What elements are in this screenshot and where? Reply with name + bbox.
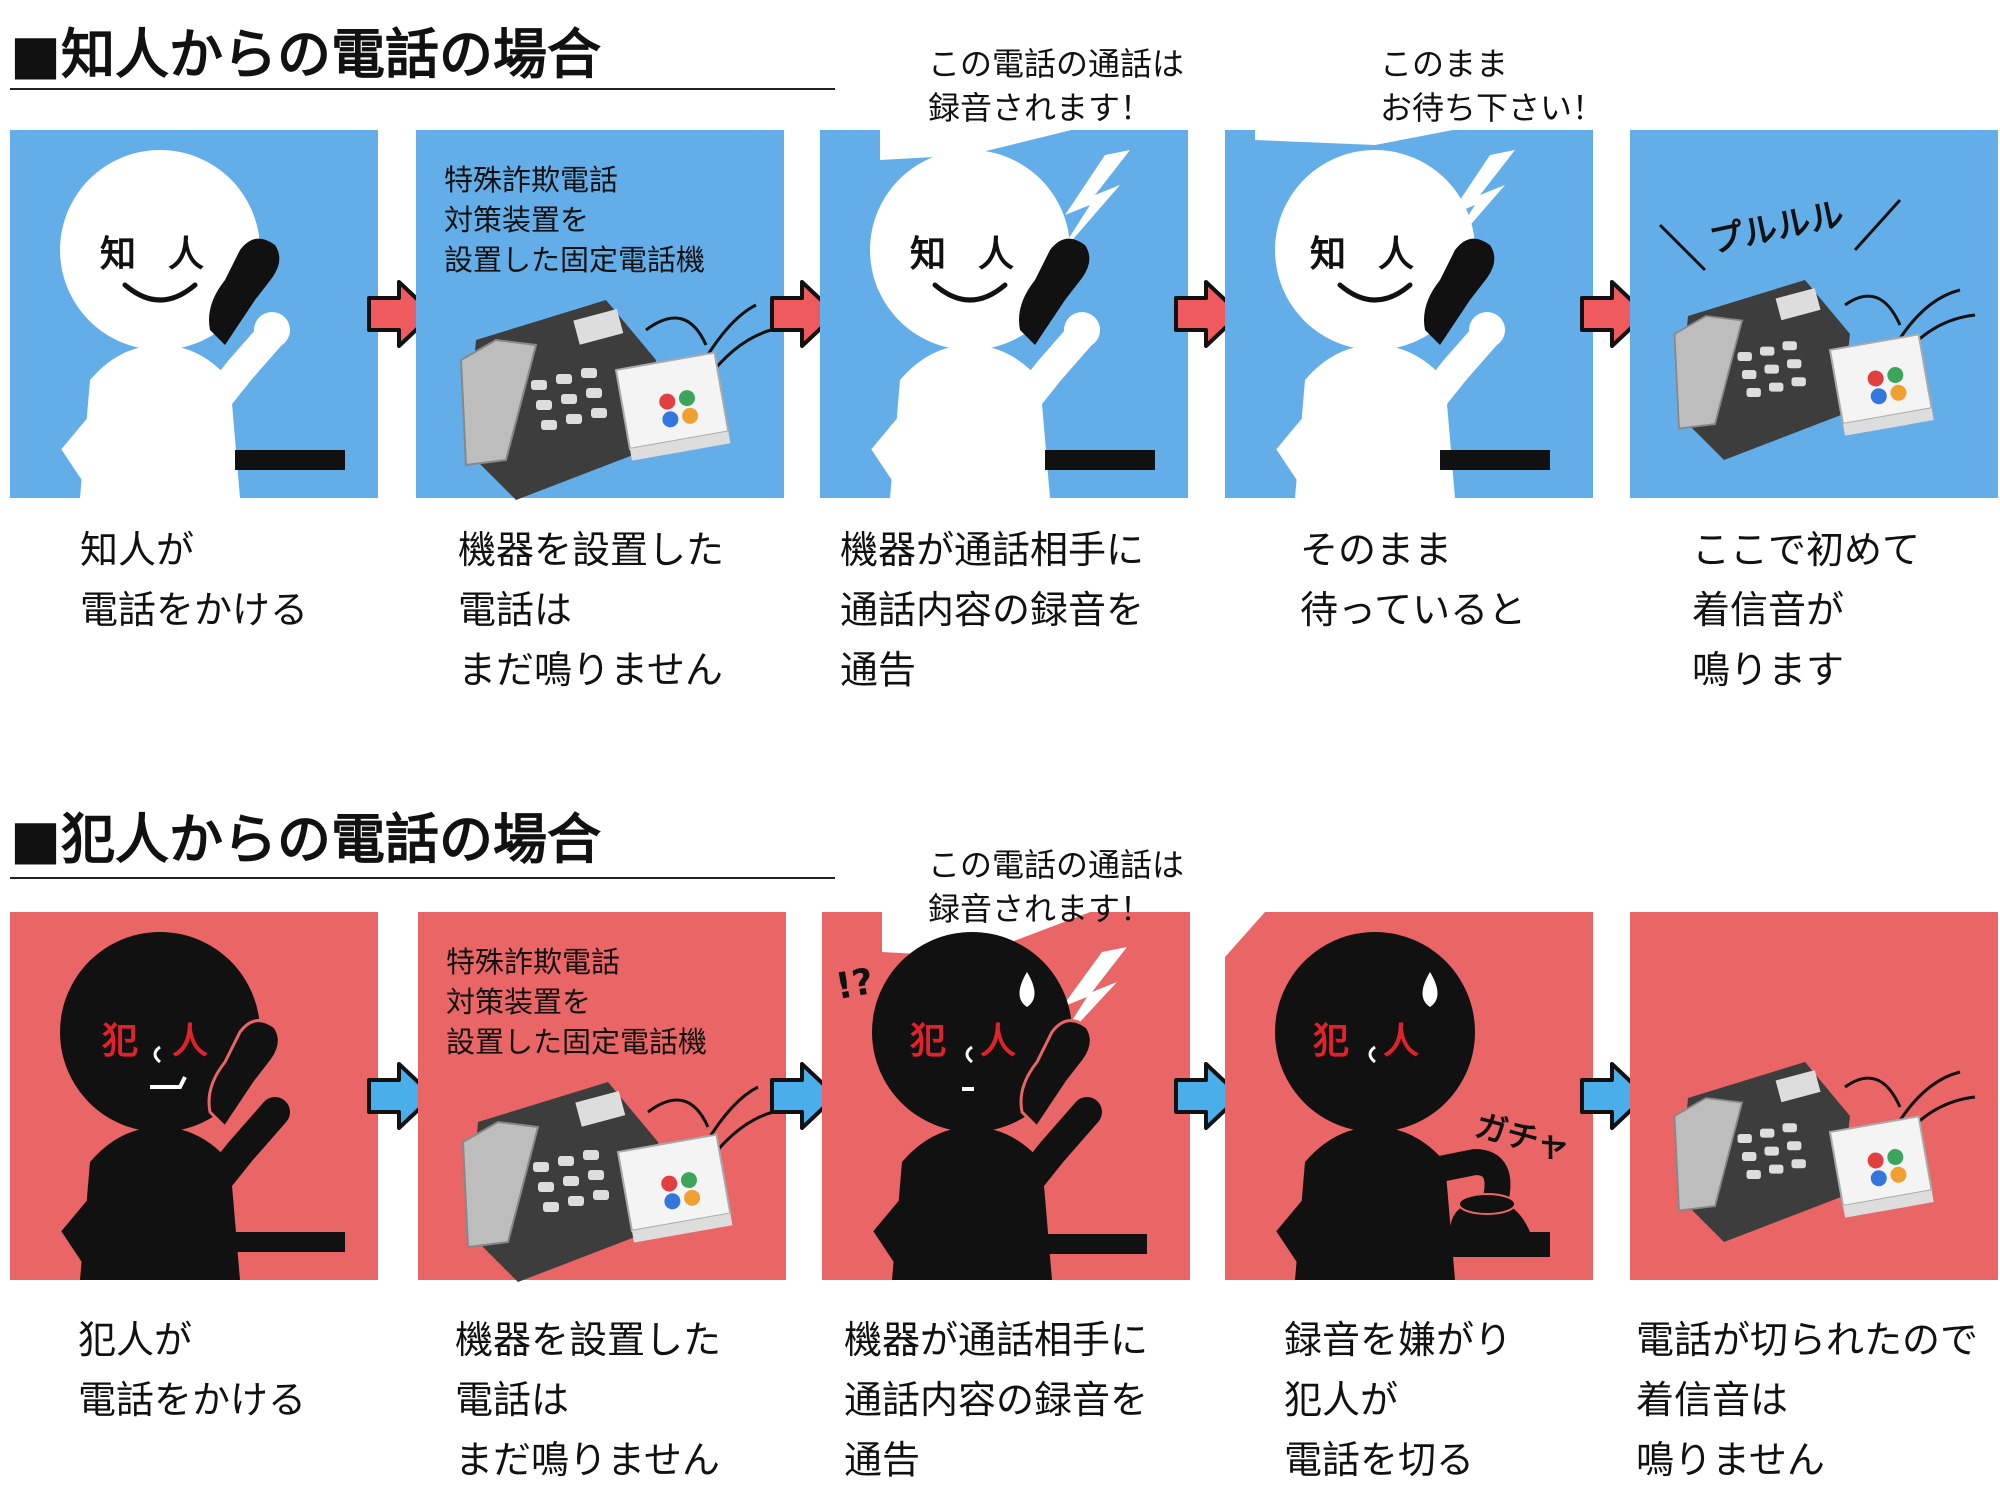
person-name-right: 人	[1378, 234, 1415, 275]
person-name-right: 人	[980, 1021, 1017, 1062]
person-name-left: 知	[1310, 234, 1347, 275]
caption: 機器を設置した 電話は まだ鳴りません	[458, 528, 725, 692]
section-title-criminal: ■犯人からの電話の場合	[10, 808, 602, 871]
panel-device-notifies: 知 人	[820, 118, 1188, 498]
person-on-phone-icon	[60, 150, 345, 498]
caption: 機器が通話相手に 通話内容の録音を 通告	[844, 1318, 1149, 1482]
caption: 電話が切られたので 着信音は 鳴りません	[1636, 1318, 1979, 1482]
landline-phone-with-device-icon	[459, 300, 772, 500]
right-arrow-icon	[1174, 280, 1242, 348]
device-label: 特殊詐欺電話 対策装置を 設置した固定電話機	[444, 163, 706, 277]
caption: そのまま 待っていると	[1300, 528, 1527, 632]
person-name-left: 犯	[910, 1021, 947, 1062]
right-arrow-icon	[770, 280, 838, 348]
speech-bubble: この電話の通話は 録音されます！	[928, 846, 1185, 928]
panel-device-installed: 特殊詐欺電話 対策装置を 設置した固定電話機	[416, 130, 784, 500]
person-name-right: 人	[1383, 1021, 1420, 1062]
person-on-phone-icon	[1255, 118, 1550, 498]
person-name-right: 人	[168, 234, 205, 275]
caption: 録音を嫌がり 犯人が 電話を切る	[1284, 1318, 1513, 1482]
panel-criminal-hangs-up: 犯 人 ガチャ	[1225, 900, 1593, 1280]
silent-phone-icon	[1673, 1062, 1976, 1242]
caption: ここで初めて 着信音が 鳴ります	[1692, 528, 1921, 692]
caption: 機器を設置した 電話は まだ鳴りません	[455, 1318, 722, 1482]
right-arrow-icon	[1580, 280, 1648, 348]
person-name-right: 人	[172, 1021, 209, 1062]
landline-phone-with-device-icon	[461, 1082, 774, 1282]
person-name-left: 犯	[102, 1021, 139, 1062]
section-divider	[10, 88, 835, 90]
device-label: 特殊詐欺電話 対策装置を 設置した固定電話機	[446, 945, 708, 1059]
caption: 知人が 電話をかける	[80, 528, 309, 632]
criminal-on-phone-icon	[60, 932, 345, 1280]
criminal-surprised-icon	[872, 900, 1147, 1280]
panel-criminal-calls: 犯 人	[10, 912, 378, 1280]
speech-bubble: このまま お待ち下さい！	[1380, 45, 1605, 127]
section-divider	[10, 877, 835, 879]
panel-device-notifies: 犯 人 !?	[822, 900, 1190, 1280]
person-name-left: 知	[910, 234, 947, 275]
ringing-phone-icon	[1620, 118, 1976, 460]
panel-keep-waiting: 知 人	[1225, 118, 1593, 498]
surprise-mark: !?	[832, 961, 877, 1008]
person-name-left: 知	[100, 234, 137, 275]
section-title-acquaintance: ■知人からの電話の場合	[10, 23, 602, 86]
criminal-hanging-up-icon	[1225, 900, 1550, 1280]
person-name-right: 人	[978, 234, 1015, 275]
person-on-phone-icon	[870, 118, 1155, 498]
right-arrow-icon	[1580, 1062, 1648, 1130]
speech-bubble: この電話の通話は 録音されます！	[928, 45, 1185, 127]
panel-phone-silent	[1630, 912, 1998, 1280]
panel-device-installed: 特殊詐欺電話 対策装置を 設置した固定電話機	[418, 912, 786, 1282]
person-name-left: 犯	[1313, 1021, 1350, 1062]
right-arrow-icon	[770, 1062, 838, 1130]
right-arrow-icon	[367, 1062, 435, 1130]
panel-acquaintance-calls: 知 人	[10, 130, 378, 498]
right-arrow-icon	[1174, 1062, 1242, 1130]
caption: 機器が通話相手に 通話内容の録音を 通告	[840, 528, 1145, 692]
caption: 犯人が 電話をかける	[78, 1318, 307, 1422]
panel-phone-rings: プルルル	[1620, 118, 1998, 498]
